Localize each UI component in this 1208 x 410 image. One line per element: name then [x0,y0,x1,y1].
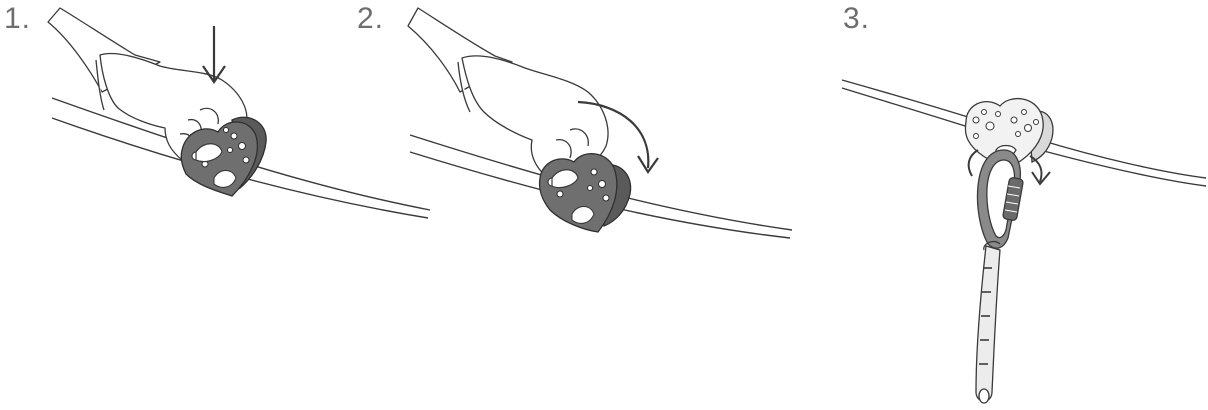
hand-2 [408,8,608,177]
panel-2 [408,8,792,238]
panel-3 [842,80,1206,403]
panel-1 [48,8,430,218]
pulley-2 [539,154,630,232]
carabiner [977,150,1023,248]
sling [976,242,1000,403]
